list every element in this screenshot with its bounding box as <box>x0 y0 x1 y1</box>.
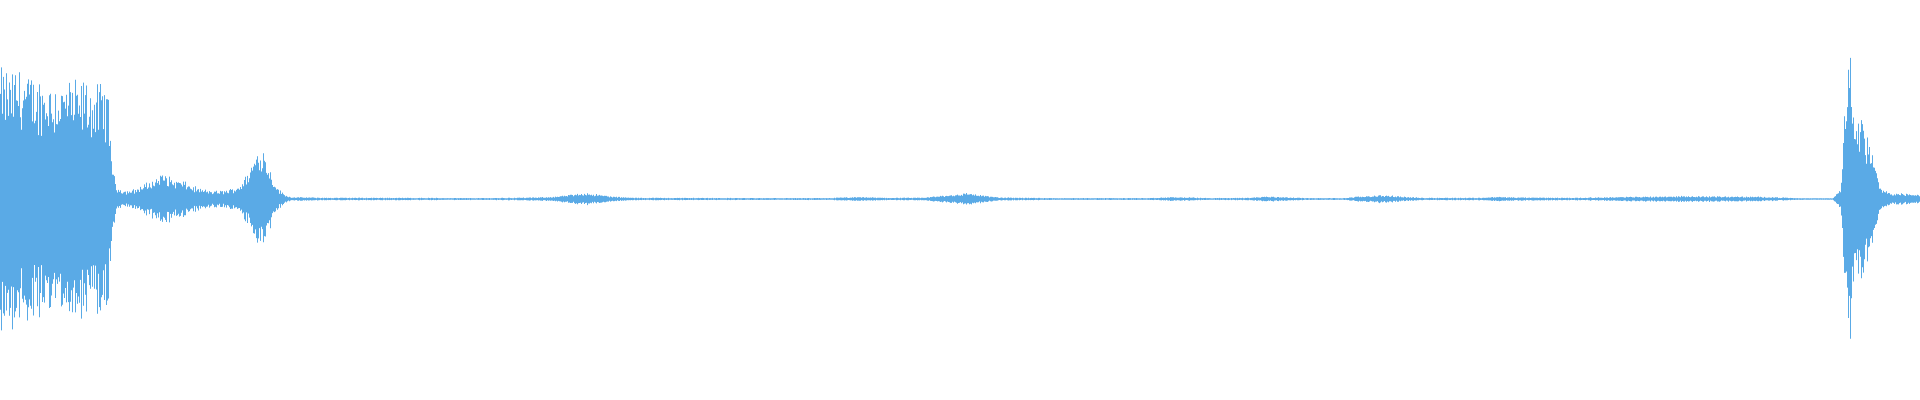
waveform-samples <box>0 57 1920 339</box>
waveform-path <box>0 57 1920 339</box>
